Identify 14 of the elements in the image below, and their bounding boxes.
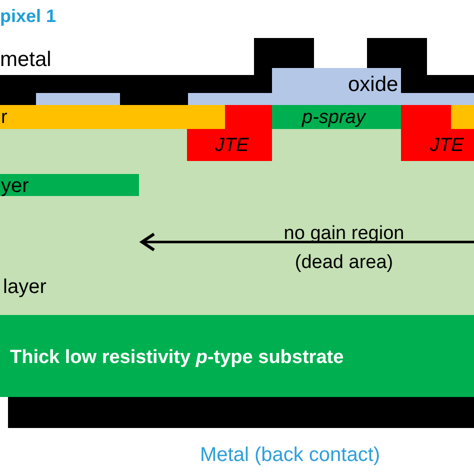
bulk-layer xyxy=(0,129,474,315)
layer-label: Metal (back contact) xyxy=(200,444,380,467)
layer-label: JTE xyxy=(430,136,464,155)
layer-label: layer xyxy=(3,277,46,297)
layer-label: p-spray xyxy=(302,108,366,127)
layer-label: metal xyxy=(0,48,52,72)
gain-layer xyxy=(0,174,139,196)
layer-label: r xyxy=(1,108,8,127)
layer-label: oxide xyxy=(348,74,398,95)
layer-label: yer xyxy=(1,176,29,196)
figure-title: pixel 1 xyxy=(0,6,56,27)
substrate-layer xyxy=(0,315,474,397)
layer-label: JTE xyxy=(215,136,249,155)
layer-label: Thick low resistivity p-type substrate xyxy=(10,348,344,367)
